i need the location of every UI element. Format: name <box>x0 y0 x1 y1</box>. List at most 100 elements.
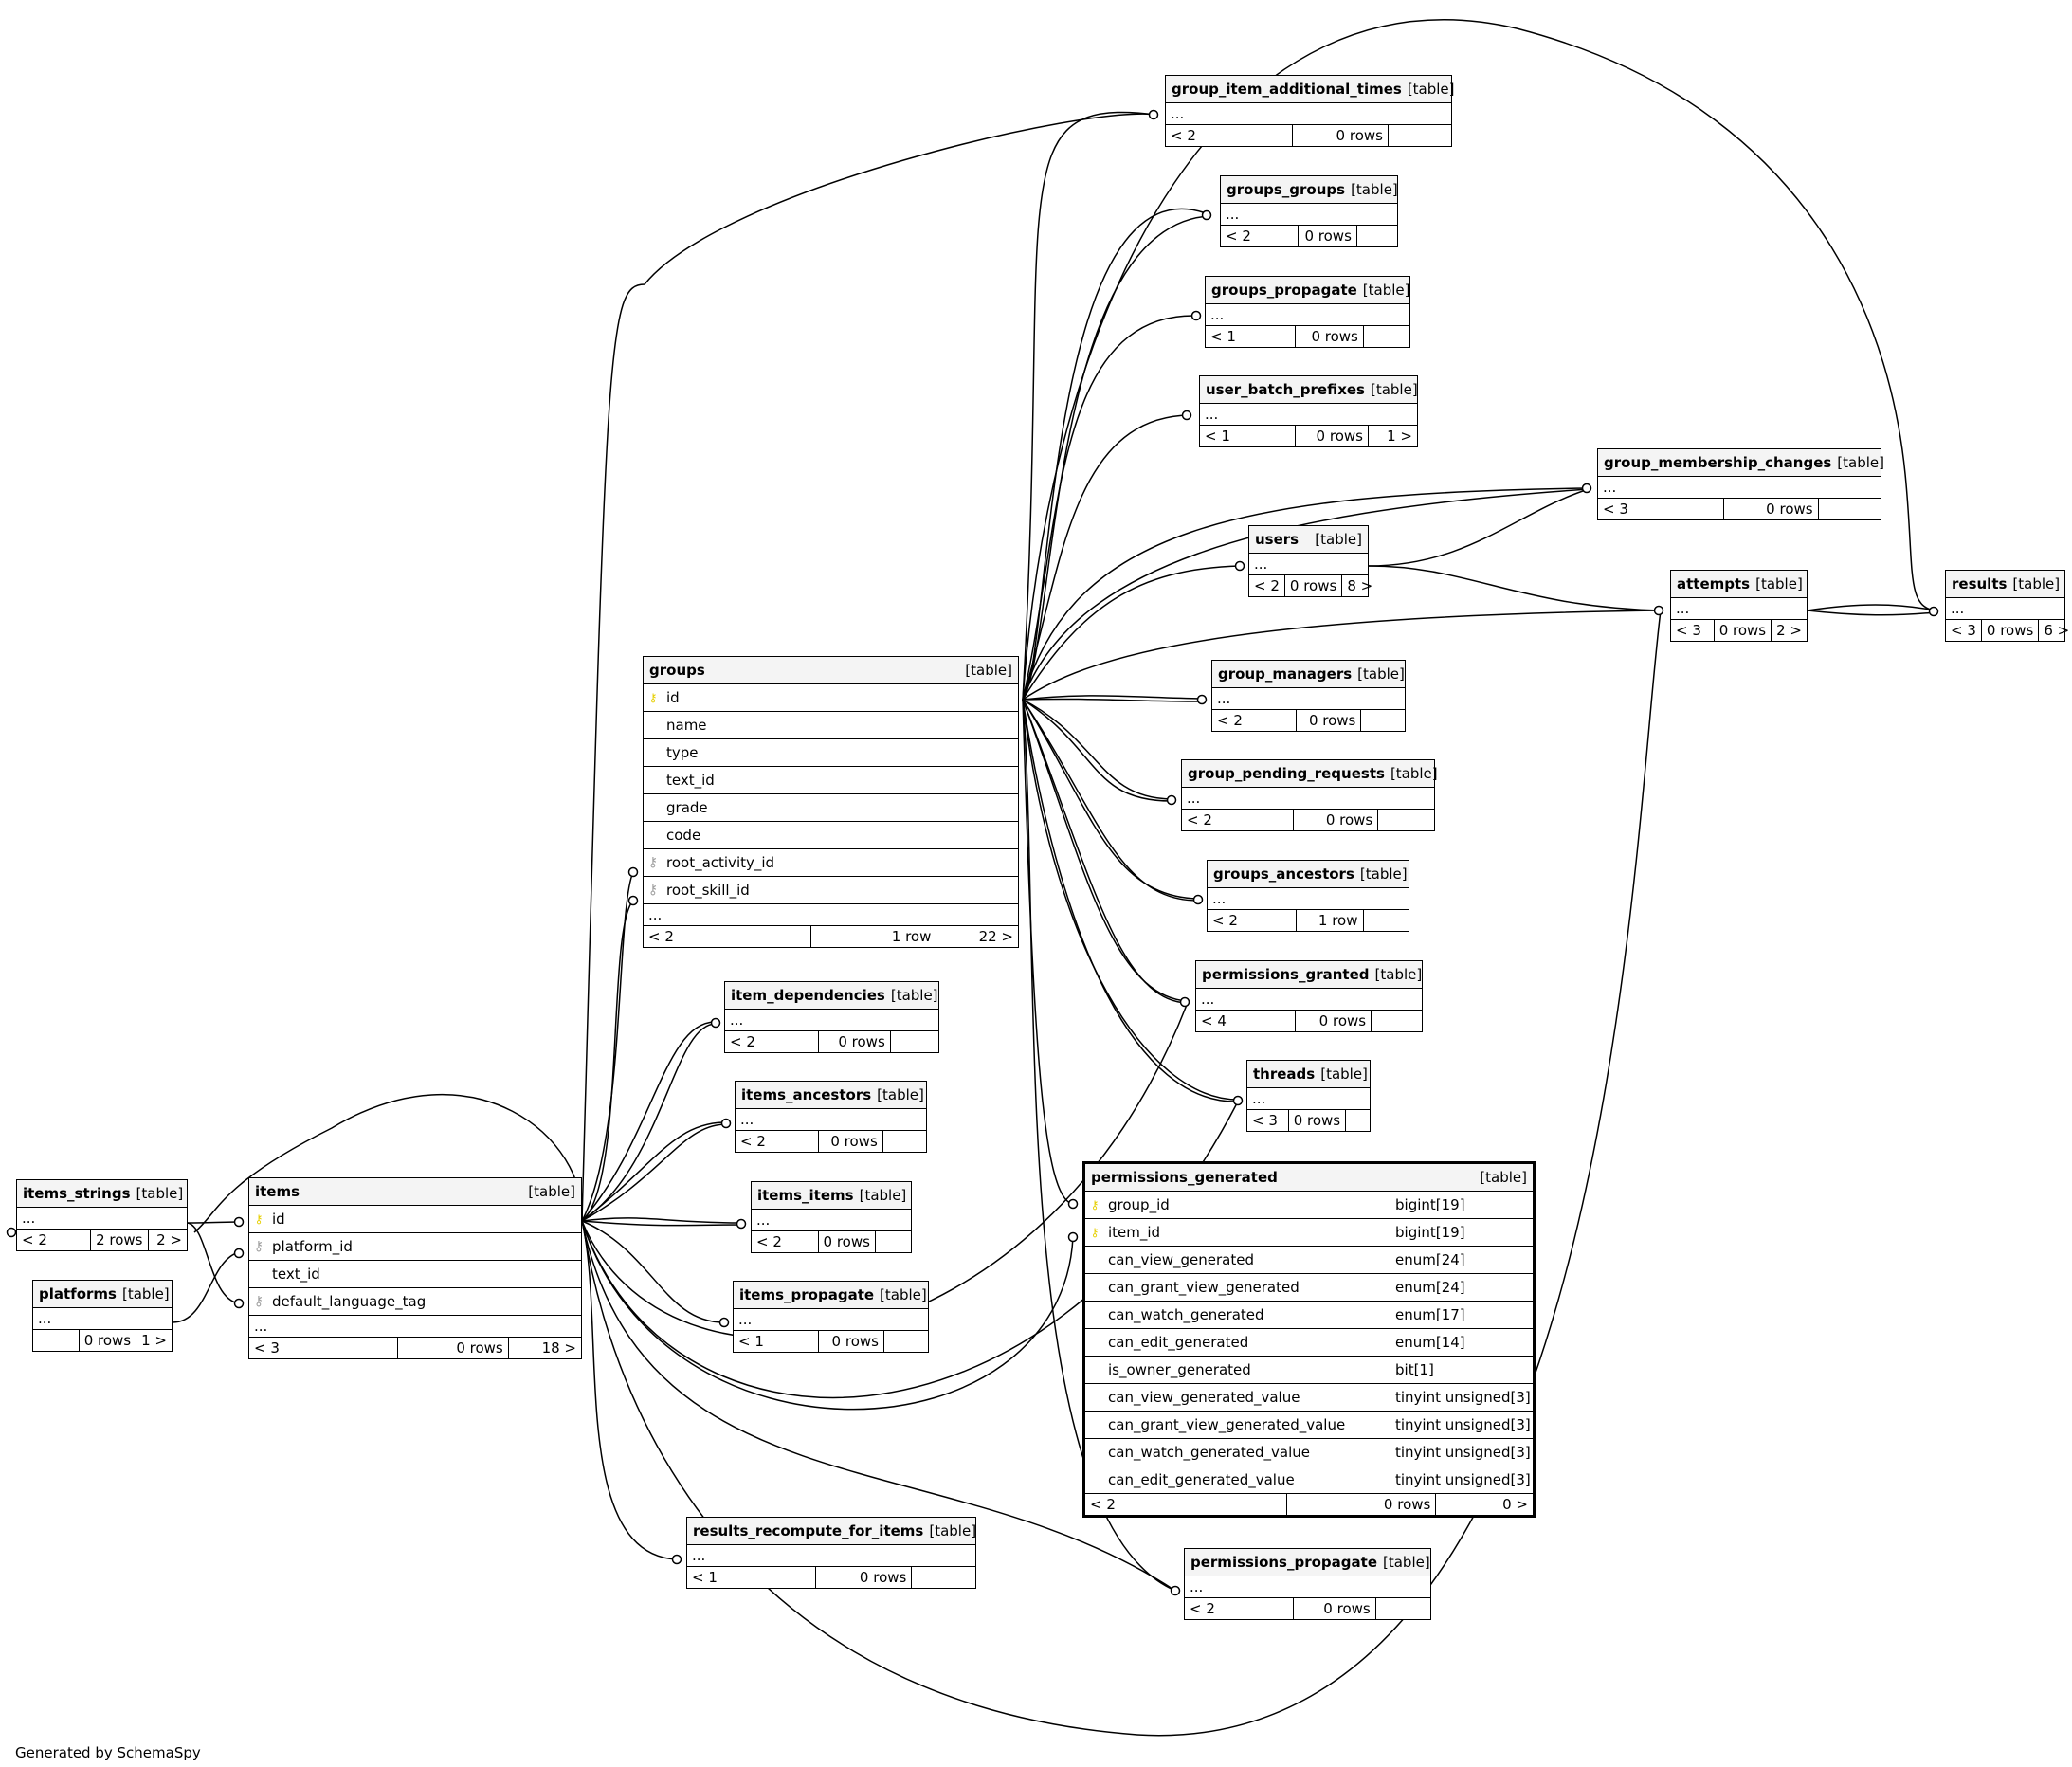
parents-count: < 2 <box>756 1233 782 1250</box>
column-name: platform_id <box>272 1238 353 1255</box>
column-row[interactable]: text_id <box>644 767 1018 794</box>
children-count <box>1362 326 1409 347</box>
table-name: items <box>255 1183 300 1200</box>
no-key-spacer <box>1085 1329 1104 1356</box>
row-count: 0 rows <box>1722 499 1818 519</box>
table-tag: [table] <box>528 1183 575 1200</box>
children-count <box>911 1567 975 1588</box>
column-row[interactable]: text_id <box>249 1261 581 1288</box>
column-row[interactable]: code <box>644 822 1018 849</box>
column-row[interactable]: ⚷root_activity_id <box>644 849 1018 877</box>
relationship-line <box>1022 414 1190 701</box>
edge-endpoint-marker <box>1201 209 1212 221</box>
more-columns-ellipsis: ... <box>1166 103 1451 125</box>
column-name: default_language_tag <box>272 1293 427 1310</box>
no-key-spacer <box>1085 1357 1104 1383</box>
table-name: attempts <box>1677 575 1751 592</box>
table-name: items_ancestors <box>741 1086 872 1103</box>
relationship-line <box>1022 699 1188 1004</box>
children-count <box>889 1031 938 1052</box>
table-header: group_managers[table] <box>1212 661 1405 688</box>
children-count <box>1371 1011 1422 1031</box>
edge-endpoint-marker <box>1196 694 1208 705</box>
row-count: 0 rows <box>1285 1494 1436 1515</box>
column-type: tinyint unsigned[3] <box>1390 1466 1533 1493</box>
parents-count: < 3 <box>1951 622 1976 639</box>
row-count: 0 rows <box>814 1567 912 1588</box>
table-header: items_strings[table] <box>17 1180 187 1208</box>
table-header: threads[table] <box>1247 1061 1370 1088</box>
table-tag: [table] <box>1320 1066 1368 1083</box>
children-count: 1 > <box>136 1330 172 1351</box>
column-name: can_view_generated_value <box>1108 1389 1300 1406</box>
column-row[interactable]: ⚷platform_id <box>249 1233 581 1261</box>
column-row[interactable]: type <box>644 739 1018 767</box>
relationship-line <box>1022 699 1074 1205</box>
table-name: items_strings <box>23 1185 131 1202</box>
relationship-line <box>1022 215 1209 701</box>
edge-endpoint-marker <box>1581 483 1592 494</box>
table-header: results_recompute_for_items[table] <box>687 1518 976 1545</box>
table-results-recompute-for-items[interactable]: results_recompute_for_items[table]...< 1… <box>686 1517 976 1589</box>
table-header: groups_propagate[table] <box>1206 277 1410 304</box>
table-group-item-additional-times[interactable]: group_item_additional_times[table]...< 2… <box>1165 75 1455 147</box>
no-key-spacer <box>1085 1384 1104 1411</box>
more-columns-ellipsis: ... <box>1196 989 1422 1011</box>
column-row[interactable]: name <box>644 712 1018 739</box>
children-count: 0 > <box>1435 1494 1533 1515</box>
table-tag: [table] <box>965 662 1012 679</box>
more-columns-ellipsis: ... <box>17 1208 187 1230</box>
column-row[interactable]: ⚷id <box>249 1206 581 1233</box>
column-row[interactable]: ⚷root_skill_id <box>644 877 1018 904</box>
more-columns-ellipsis: ... <box>1249 554 1368 575</box>
relationship-line <box>1022 565 1241 701</box>
relationship-line <box>581 1021 717 1222</box>
column-row[interactable]: grade <box>644 794 1018 822</box>
parents-count: < 2 <box>1090 1496 1116 1513</box>
relationship-line <box>172 1251 240 1323</box>
column-row[interactable]: ⚷default_language_tag <box>249 1288 581 1316</box>
edge-endpoint-marker <box>1232 1095 1244 1106</box>
edge-endpoint-marker <box>1653 605 1664 616</box>
parents-count: < 1 <box>738 1333 764 1350</box>
column-row[interactable]: ⚷id <box>644 684 1018 712</box>
